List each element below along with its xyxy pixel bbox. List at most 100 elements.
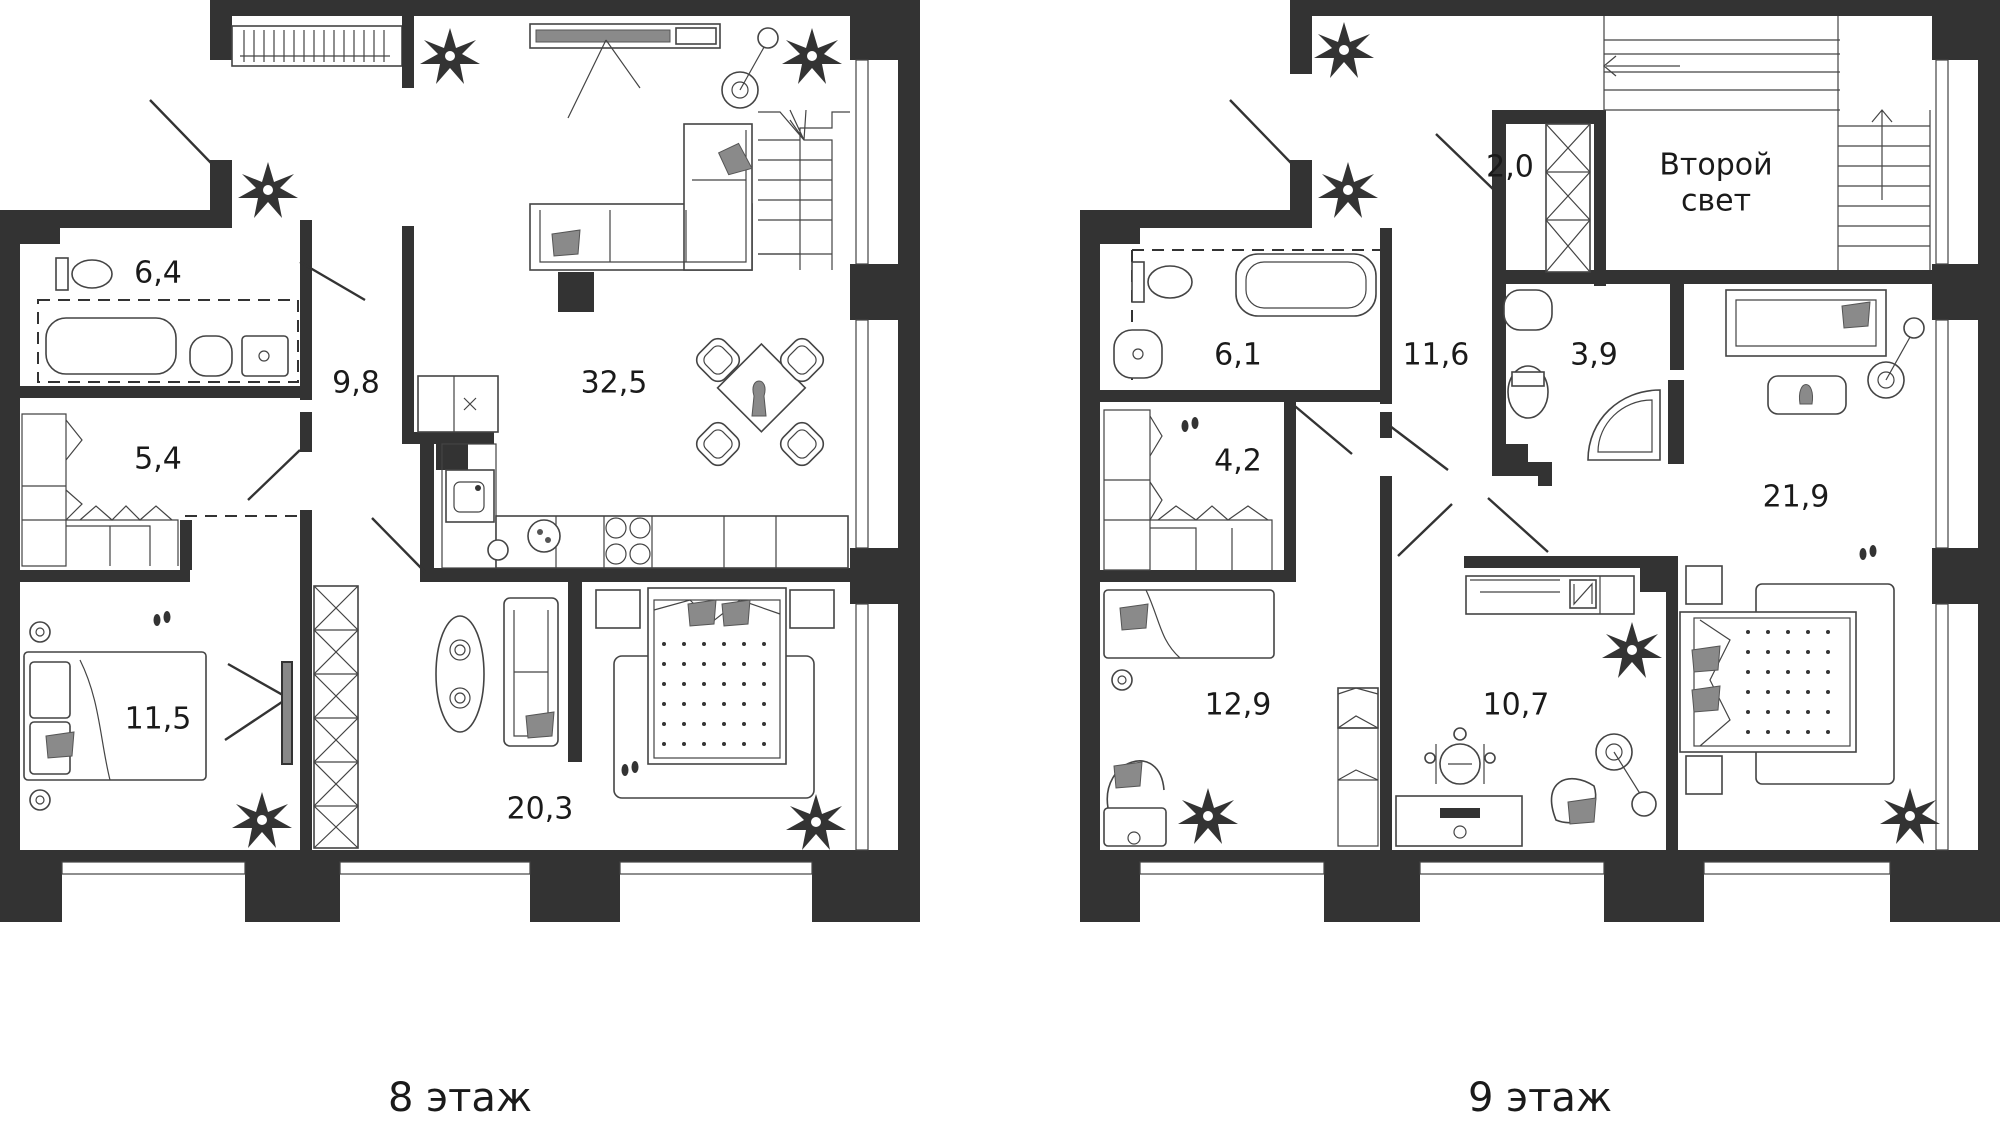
plant-icon: [1880, 788, 1940, 844]
void-label: Второй: [1659, 148, 1772, 183]
plant-icon: [782, 28, 842, 84]
wall: [1100, 390, 1390, 402]
wall: [300, 300, 312, 400]
wall: [1380, 476, 1392, 860]
plant-icon: [420, 28, 480, 84]
staircase: [1603, 16, 1931, 270]
wall: [402, 16, 414, 88]
wall: [850, 0, 920, 60]
room-area-label: 21,9: [1763, 480, 1830, 515]
wall: [1100, 228, 1140, 244]
room-area-label: 9,8: [332, 366, 380, 401]
office-chair: [1424, 727, 1496, 785]
sink: [241, 335, 289, 377]
arrow-icon: [1603, 55, 1893, 200]
wall: [0, 210, 20, 922]
sink: [1503, 289, 1553, 331]
wall: [1080, 210, 1100, 922]
wall: [1492, 462, 1552, 476]
plant-icon: [238, 162, 298, 218]
wall: [1640, 556, 1666, 592]
wall: [1504, 444, 1528, 464]
room-area-label: 2,0: [1486, 150, 1534, 185]
room-area-label: 20,3: [507, 792, 574, 827]
sink: [189, 335, 233, 377]
wall: [1594, 270, 1606, 286]
wall: [1290, 160, 1312, 218]
cooktop: [605, 517, 651, 565]
wardrobe: [313, 585, 359, 849]
plant-icon: [1318, 162, 1378, 218]
staircase: [758, 109, 850, 270]
wall: [1932, 548, 2000, 604]
bed: [1679, 611, 1857, 753]
toilet: [71, 259, 113, 289]
wall: [1284, 400, 1296, 570]
wall: [300, 412, 312, 452]
wall: [1670, 270, 1684, 370]
wall: [1380, 412, 1392, 438]
floor-9-plan: Второй свет: [1080, 0, 2000, 1121]
wall: [1594, 110, 1606, 280]
toy-box: [1103, 807, 1167, 847]
coffee-table: [435, 615, 485, 733]
wall: [402, 226, 414, 444]
wall: [210, 0, 920, 16]
wall: [1080, 210, 1312, 228]
wall: [180, 520, 192, 570]
room-area-label: 11,5: [125, 702, 192, 737]
wall: [20, 386, 310, 398]
wall: [568, 582, 582, 762]
wall: [1290, 0, 1312, 74]
wall: [0, 210, 232, 228]
toilet: [1147, 265, 1193, 299]
bathtub: [45, 317, 177, 375]
bed: [647, 587, 787, 765]
window: [1139, 59, 1949, 875]
shelving: [1545, 123, 1591, 273]
wall: [210, 160, 232, 212]
wall: [1492, 110, 1602, 124]
wall: [898, 0, 920, 868]
room-area-label: 6,1: [1214, 338, 1262, 373]
room-area-label: 4,2: [1214, 444, 1262, 479]
room-area-label: 6,4: [134, 256, 182, 291]
plant-icon: [1314, 22, 1374, 78]
wall: [420, 432, 434, 582]
sink: [445, 469, 495, 523]
wall: [1100, 570, 1296, 582]
window: [61, 59, 869, 875]
room-area-label: 5,4: [134, 442, 182, 477]
cabinet: [417, 375, 499, 433]
room-area-label: 3,9: [1570, 338, 1618, 373]
radiator: [231, 25, 403, 67]
room-area-label: 11,6: [1403, 338, 1470, 373]
dining-table: [691, 333, 829, 471]
floor-label: 8 этаж: [388, 1075, 532, 1121]
room-area-label: 12,9: [1205, 688, 1272, 723]
wall: [1666, 556, 1678, 860]
plant-icon: [786, 794, 846, 850]
bathtub: [1235, 253, 1377, 317]
wall: [1668, 380, 1684, 464]
floor-label: 9 этаж: [1468, 1075, 1612, 1121]
room-area-label: 10,7: [1483, 688, 1550, 723]
wall: [1290, 0, 2000, 16]
wall: [300, 510, 312, 860]
plant-icon: [1178, 788, 1238, 844]
wall: [1464, 556, 1660, 568]
wall: [1380, 228, 1392, 404]
floor-8-plan: 6,4 5,4 9,8 32,5 11,5 20,3 8 этаж: [0, 0, 920, 1121]
wall: [1360, 390, 1390, 402]
wall: [20, 228, 60, 244]
wall: [1492, 110, 1506, 470]
void-label: свет: [1681, 184, 1751, 219]
wall: [210, 0, 232, 60]
tv-stand: [1465, 575, 1635, 615]
wall: [1380, 554, 1392, 574]
wall: [1978, 0, 2000, 868]
sink: [1113, 329, 1163, 379]
plant-icon: [1602, 622, 1662, 678]
plant-icon: [232, 792, 292, 848]
